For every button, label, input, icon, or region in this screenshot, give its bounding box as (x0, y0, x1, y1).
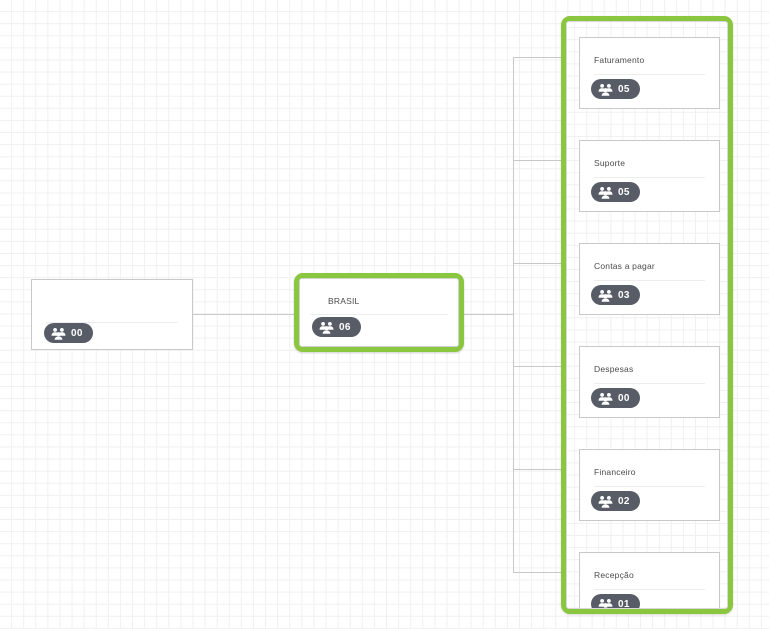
department-title: Faturamento (594, 55, 645, 65)
departments-group-selection-ring[interactable]: Faturamento 05 Su (561, 16, 733, 614)
department-member-count-badge[interactable]: 00 (591, 388, 640, 408)
department-member-count: 05 (618, 186, 630, 198)
users-group-icon (319, 321, 334, 334)
node-divider (594, 177, 705, 178)
org-node-department[interactable]: Suporte 05 (579, 140, 720, 212)
department-title: Recepção (594, 570, 634, 580)
users-group-icon (598, 495, 613, 508)
department-member-count-badge[interactable]: 01 (591, 594, 640, 609)
org-node-root[interactable]: 00 (31, 279, 193, 350)
department-member-count-badge[interactable]: 02 (591, 491, 640, 511)
connector-branch-5 (513, 469, 562, 470)
department-member-count: 02 (618, 495, 630, 507)
users-group-icon (598, 83, 613, 96)
department-member-count-badge[interactable]: 03 (591, 285, 640, 305)
connector-trunk-vertical (513, 57, 514, 573)
brasil-member-count-badge[interactable]: 06 (312, 317, 361, 337)
departments-group[interactable]: Faturamento 05 Su (566, 21, 728, 609)
org-node-department[interactable]: Contas a pagar 03 (579, 243, 720, 315)
connector-branch-2 (513, 160, 562, 161)
connector-root-to-brasil (193, 314, 294, 315)
department-title: Suporte (594, 158, 626, 168)
department-member-count: 05 (618, 83, 630, 95)
department-member-count: 03 (618, 289, 630, 301)
connector-branch-3 (513, 263, 562, 264)
org-node-department[interactable]: Faturamento 05 (579, 37, 720, 109)
org-node-brasil[interactable]: BRASIL 06 (299, 278, 459, 347)
root-member-count-badge[interactable]: 00 (44, 323, 93, 343)
department-member-count-badge[interactable]: 05 (591, 79, 640, 99)
org-node-brasil-title: BRASIL (328, 296, 360, 306)
connector-branch-1 (513, 57, 562, 58)
department-title: Despesas (594, 364, 634, 374)
department-member-count: 00 (618, 392, 630, 404)
users-group-icon (598, 392, 613, 405)
root-member-count: 00 (71, 327, 83, 339)
node-divider (46, 322, 178, 323)
connector-brasil-to-trunk (464, 314, 513, 315)
users-group-icon (598, 289, 613, 302)
users-group-icon (598, 598, 613, 608)
org-node-department[interactable]: Financeiro 02 (579, 449, 720, 521)
org-node-department[interactable]: Despesas 00 (579, 346, 720, 418)
node-divider (594, 383, 705, 384)
department-member-count: 01 (618, 598, 630, 609)
org-node-brasil-selection-ring[interactable]: BRASIL 06 (294, 273, 464, 352)
connector-branch-6 (513, 572, 562, 573)
connector-branch-4 (513, 366, 562, 367)
node-divider (594, 589, 705, 590)
node-divider (594, 74, 705, 75)
users-group-icon (598, 186, 613, 199)
department-title: Contas a pagar (594, 261, 655, 271)
org-node-department[interactable]: Recepção 01 (579, 552, 720, 609)
node-divider (594, 280, 705, 281)
department-title: Financeiro (594, 467, 636, 477)
node-divider (594, 486, 705, 487)
users-group-icon (51, 327, 66, 340)
brasil-member-count: 06 (339, 321, 351, 333)
department-member-count-badge[interactable]: 05 (591, 182, 640, 202)
node-divider (310, 314, 448, 315)
